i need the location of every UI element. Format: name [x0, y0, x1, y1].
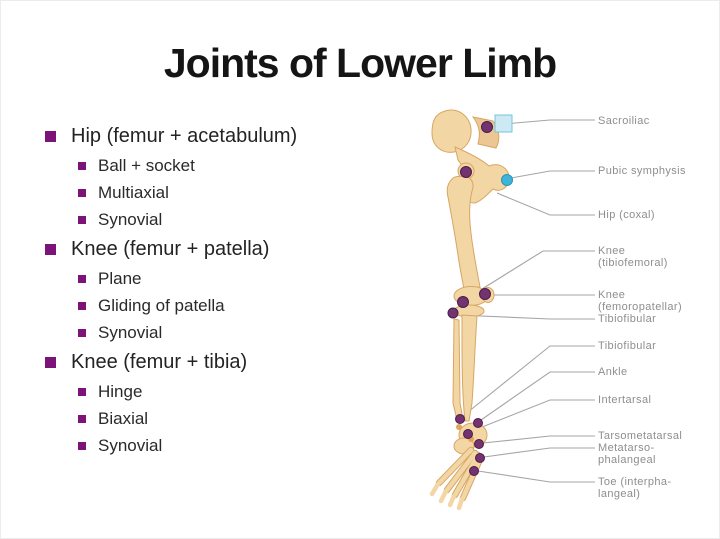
- toe-interphalangeal-joint-dot: [469, 466, 479, 476]
- sub-bullet-item-label: Ball + socket: [98, 156, 195, 175]
- diagram-label: Sacroiliac: [598, 115, 650, 127]
- bullet-square-icon: [45, 131, 56, 142]
- sub-bullet-item-label: Synovial: [98, 210, 163, 229]
- sub-bullet-item: Hinge: [72, 380, 428, 407]
- bones: [431, 109, 513, 455]
- diagram-label: Tibiofibular: [598, 340, 657, 352]
- sub-bullet-item-label: Plane: [98, 269, 142, 288]
- sub-bullet-item-label: Multiaxial: [98, 183, 169, 202]
- tarsometatarsal-joint-dot: [474, 439, 484, 449]
- intertarsal-joint-dot: [463, 429, 473, 439]
- diagram-label: Knee (tibiofemoral): [598, 245, 668, 269]
- bullet-square-icon: [78, 302, 86, 310]
- diagram-label: Toe (interpha- langeal): [598, 476, 672, 500]
- bullet-square-icon: [78, 388, 86, 396]
- sub-bullet-item: Plane: [72, 267, 428, 294]
- diagram-label: Pubic symphysis: [598, 165, 686, 177]
- tibia-bone: [461, 314, 478, 422]
- diagram-label: Knee (femoropatellar): [598, 289, 683, 313]
- ilium-bone: [431, 109, 472, 153]
- sub-bullet-item-label: Gliding of patella: [98, 296, 225, 315]
- sub-bullet-item: Synovial: [72, 321, 428, 348]
- leg-bones-illustration: [429, 109, 595, 511]
- ankle-joint-dot: [473, 418, 483, 428]
- proximal-tibiofibular-joint-dot: [447, 307, 459, 319]
- knee-tibiofemoral-joint-dot: [457, 296, 469, 308]
- bullet-square-icon: [78, 442, 86, 450]
- bullet-square-icon: [78, 162, 86, 170]
- sub-bullet-item: Synovial: [72, 434, 428, 461]
- joint-dots: [447, 121, 493, 476]
- bullet-item: Knee (femur + tibia): [38, 348, 428, 380]
- diagram-label: Intertarsal: [598, 394, 652, 406]
- diagram-label: Ankle: [598, 366, 628, 378]
- diagram-label: Tibiofibular: [598, 313, 657, 325]
- sub-bullet-item: Biaxial: [72, 407, 428, 434]
- hip-joint-dot: [460, 166, 472, 178]
- sub-bullet-item-label: Synovial: [98, 436, 163, 455]
- bullet-item: Hip (femur + acetabulum): [38, 122, 428, 154]
- sub-bullet-item: Ball + socket: [72, 154, 428, 181]
- diagram-label: Metatarso- phalangeal: [598, 442, 656, 466]
- bullet-square-icon: [45, 357, 56, 368]
- sub-bullet-item-label: Hinge: [98, 382, 143, 401]
- distal-tibiofibular-joint-dot: [455, 414, 465, 424]
- bullet-square-icon: [78, 329, 86, 337]
- bullet-item-label: Hip (femur + acetabulum): [71, 125, 298, 147]
- knee-femoropatellar-joint-dot: [479, 288, 491, 300]
- bullet-item-label: Knee (femur + tibia): [71, 351, 248, 373]
- leader-lines: [457, 119, 595, 483]
- sub-bullet-item-label: Synovial: [98, 323, 163, 342]
- bullet-square-icon: [78, 216, 86, 224]
- sub-bullet-item: Multiaxial: [72, 181, 428, 208]
- bullet-item-label: Knee (femur + patella): [71, 238, 270, 260]
- sacroiliac-joint-dot: [481, 121, 493, 133]
- slide-title: Joints of Lower Limb: [163, 40, 557, 86]
- bullet-square-icon: [78, 415, 86, 423]
- sub-bullet-item-label: Biaxial: [98, 409, 149, 428]
- pubic-symphysis-marker: [501, 174, 513, 186]
- diagram-label: Tarsometatarsal: [598, 430, 683, 442]
- bullet-square-icon: [78, 275, 86, 283]
- metatarsophalangeal-joint-dot: [475, 453, 485, 463]
- bullet-square-icon: [45, 244, 56, 255]
- sacroiliac-cartilage-marker: [494, 114, 513, 133]
- sub-bullet-item: Synovial: [72, 208, 428, 235]
- bullet-item: Knee (femur + patella): [38, 235, 428, 267]
- bullet-square-icon: [78, 189, 86, 197]
- diagram-label: Hip (coxal): [598, 209, 655, 221]
- metatarsal-bones: [429, 447, 484, 511]
- sub-bullet-item: Gliding of patella: [72, 294, 428, 321]
